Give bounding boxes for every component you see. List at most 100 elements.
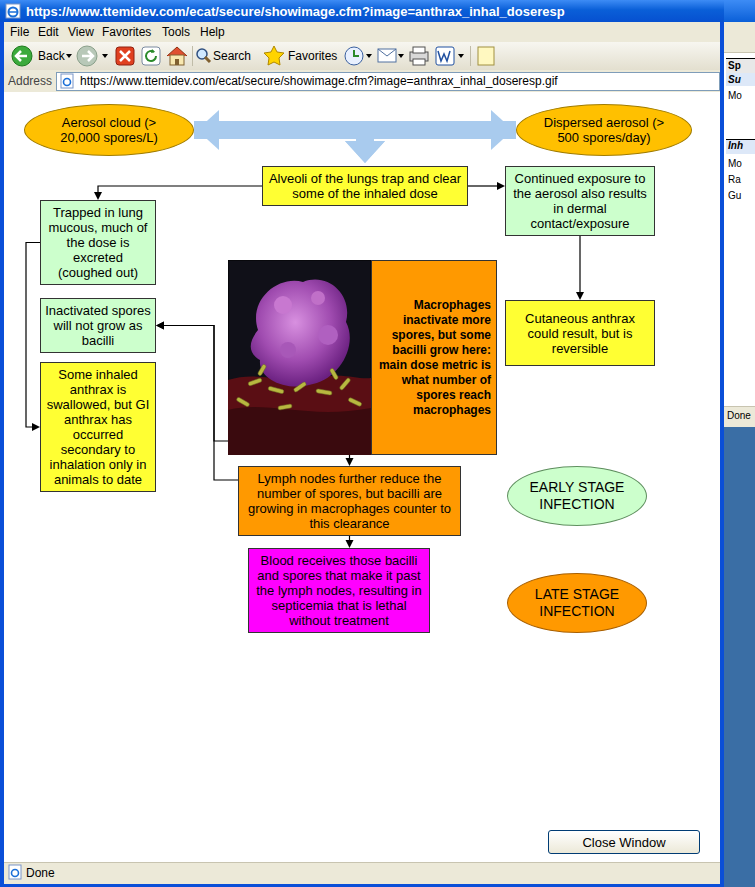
separator (470, 46, 471, 66)
decor-part (64, 79, 71, 86)
arrow-head (346, 458, 354, 466)
connector-line (162, 326, 238, 481)
decor-part (318, 325, 338, 345)
arrow-head (497, 182, 505, 190)
decor-part (378, 49, 396, 62)
home-icon (167, 47, 187, 65)
decor-part (12, 870, 19, 877)
decor-part (436, 47, 454, 65)
stage-ellipse: EARLY STAGE INFECTION (507, 466, 647, 526)
page-icon (59, 73, 75, 89)
connector-line (194, 130, 365, 145)
word-icon (436, 47, 454, 65)
process-box: Lymph nodes further reduce the number of… (238, 466, 461, 536)
decor-part (77, 46, 97, 66)
decor-part (345, 47, 363, 65)
browser-icon (5, 3, 21, 19)
decor-part (116, 47, 134, 65)
decor-part (205, 57, 210, 62)
notes-icon (478, 47, 494, 65)
connector-line (468, 185, 499, 186)
decor-part (264, 46, 284, 65)
decor-part (413, 47, 425, 53)
decor-part (278, 404, 292, 410)
arrow-head (346, 540, 354, 548)
node-text: Some inhaled anthrax is swallowed, but G… (45, 367, 151, 487)
address-url: https://www.ttemidev.com/ecat/secure/sho… (80, 74, 558, 88)
separator (192, 46, 193, 66)
node-text: Dispersed aerosol (> 500 spores/day) (541, 115, 667, 145)
dropdown-arrow (458, 54, 464, 58)
decor-part (438, 51, 450, 61)
forward-icon (77, 46, 97, 66)
process-box: Some inhaled anthrax is swallowed, but G… (40, 362, 156, 492)
table-cell: Inh (728, 140, 743, 152)
node-text: Aerosol cloud (> 20,000 spores/L) (49, 115, 169, 145)
decor-part (251, 280, 350, 387)
refresh-icon (142, 47, 160, 65)
toolbar-label: Favorites (288, 49, 337, 63)
dropdown-arrow (398, 54, 404, 58)
table-cell: Gu (728, 190, 741, 202)
decor-part (170, 55, 184, 65)
background-title-bar (724, 0, 755, 22)
window-title: https://www.ttemidev.com/ecat/secure/sho… (26, 4, 565, 19)
decor-part (354, 50, 359, 56)
process-box: Trapped in lung mucous, much of the dose… (40, 200, 156, 285)
mail-icon (378, 49, 396, 62)
menu-item: File (10, 25, 29, 39)
connector (576, 236, 584, 300)
arrow-head (345, 141, 385, 163)
decor-part (413, 59, 425, 65)
toolbar-icons (4, 42, 720, 70)
toolbar-label: Search (213, 49, 251, 63)
node-text: Close Window (582, 835, 665, 850)
connector-line (365, 130, 516, 145)
dropdown-arrow (102, 54, 108, 58)
connector (468, 182, 505, 190)
decor-part (82, 51, 93, 61)
arrow-head (156, 322, 164, 330)
decor-part (274, 296, 292, 314)
status-icon (7, 864, 23, 880)
decor-part (228, 260, 371, 455)
decor-part (316, 389, 332, 396)
decor-part (228, 407, 371, 455)
decor-part (61, 74, 73, 88)
menu-item: Help (200, 25, 225, 39)
close-button: Close Window (548, 830, 700, 854)
node-text: Inactivated spores will not grow as baci… (45, 303, 151, 348)
search-icon (197, 49, 210, 62)
menu-item: Edit (38, 25, 59, 39)
table-cell: Mo (728, 158, 742, 170)
decor-part (311, 291, 325, 305)
status-text: Done (26, 866, 55, 880)
decor-part (228, 376, 371, 455)
connector (346, 536, 354, 548)
arrow-head (576, 292, 584, 300)
decor-part (248, 378, 263, 387)
decor-part (236, 364, 362, 410)
decor-part (9, 8, 18, 17)
connector (156, 322, 228, 442)
decor-part (12, 46, 32, 66)
dropdown-arrow (366, 54, 372, 58)
arrow-head (94, 192, 102, 200)
connector-line (98, 186, 262, 194)
node-text: Trapped in lung mucous, much of the dose… (45, 205, 151, 280)
decor-part (339, 377, 351, 390)
process-box: Continued exposure to the aerosol also r… (505, 166, 655, 236)
print-icon (410, 47, 428, 65)
decor-part (6, 4, 20, 18)
process-box: Alveoli of the lungs trap and clear some… (262, 166, 468, 206)
source-ellipse: Aerosol cloud (> 20,000 spores/L) (24, 104, 194, 156)
decor-part (9, 865, 21, 879)
connector-line (26, 243, 40, 428)
table-cell: Sp (728, 60, 741, 72)
process-box: Blood receives those bacilli and spores … (248, 548, 430, 633)
decor-part (378, 49, 396, 56)
node-text: Cutaneous anthrax could result, but is r… (510, 311, 650, 356)
connector (94, 186, 262, 200)
